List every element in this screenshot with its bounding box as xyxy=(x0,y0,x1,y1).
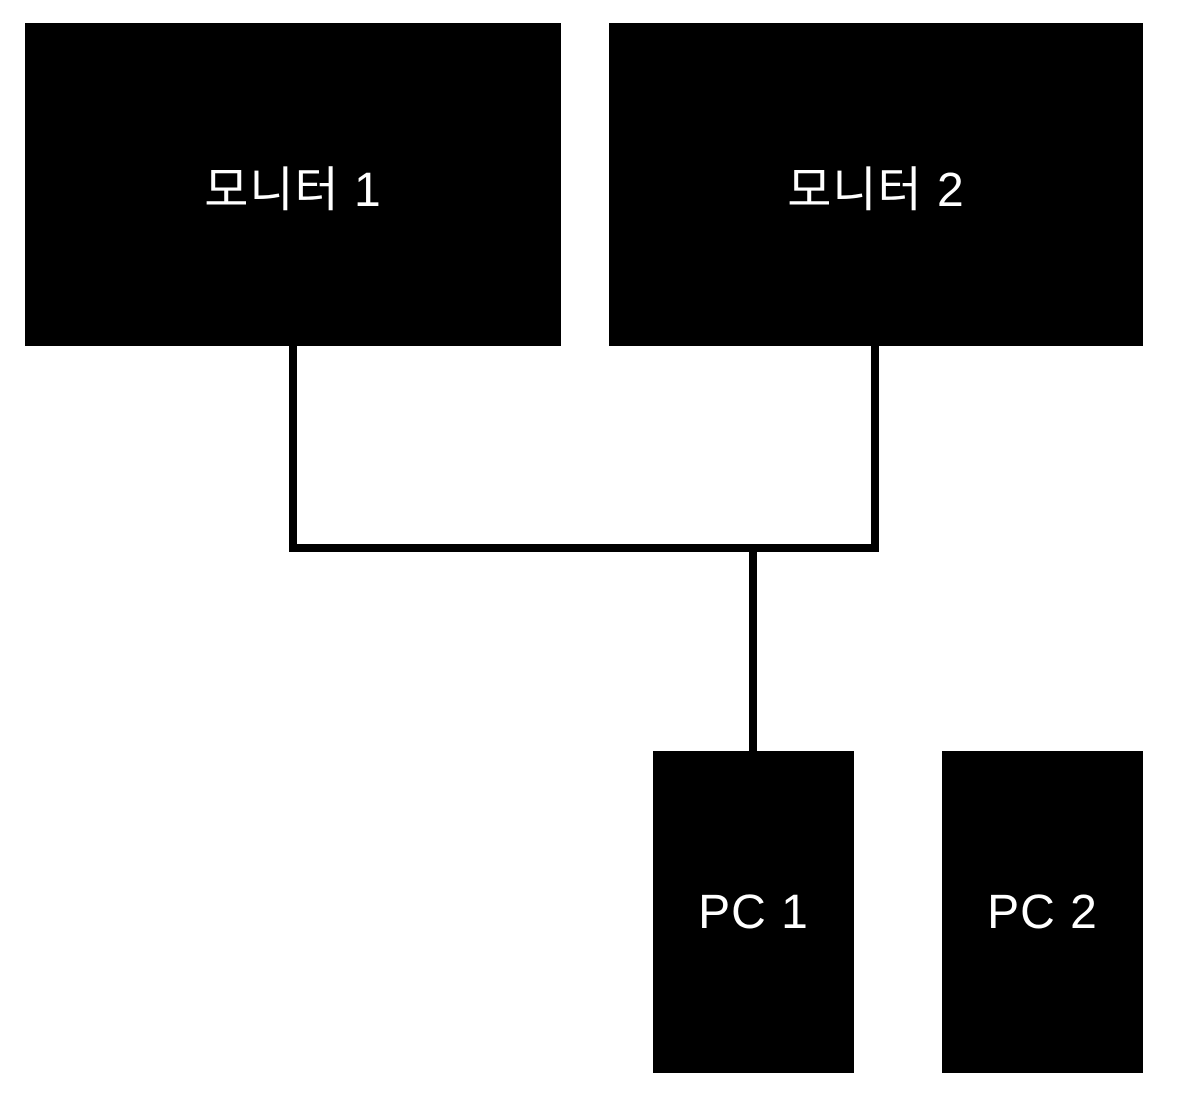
node-monitor-2-label: 모니터 2 xyxy=(787,163,965,217)
node-monitor-1: 모니터 1 xyxy=(25,23,561,346)
node-pc-2: PC 2 xyxy=(942,751,1143,1073)
connector-bus-to-pc1 xyxy=(749,552,757,751)
node-pc-1: PC 1 xyxy=(653,751,854,1073)
node-pc-2-label: PC 2 xyxy=(987,885,1098,939)
connector-monitor1-to-bus xyxy=(289,346,297,552)
connector-bus-line xyxy=(289,544,879,552)
node-monitor-2: 모니터 2 xyxy=(609,23,1143,346)
node-monitor-1-label: 모니터 1 xyxy=(204,163,382,217)
connector-monitor2-to-bus xyxy=(871,346,879,552)
node-pc-1-label: PC 1 xyxy=(698,885,809,939)
